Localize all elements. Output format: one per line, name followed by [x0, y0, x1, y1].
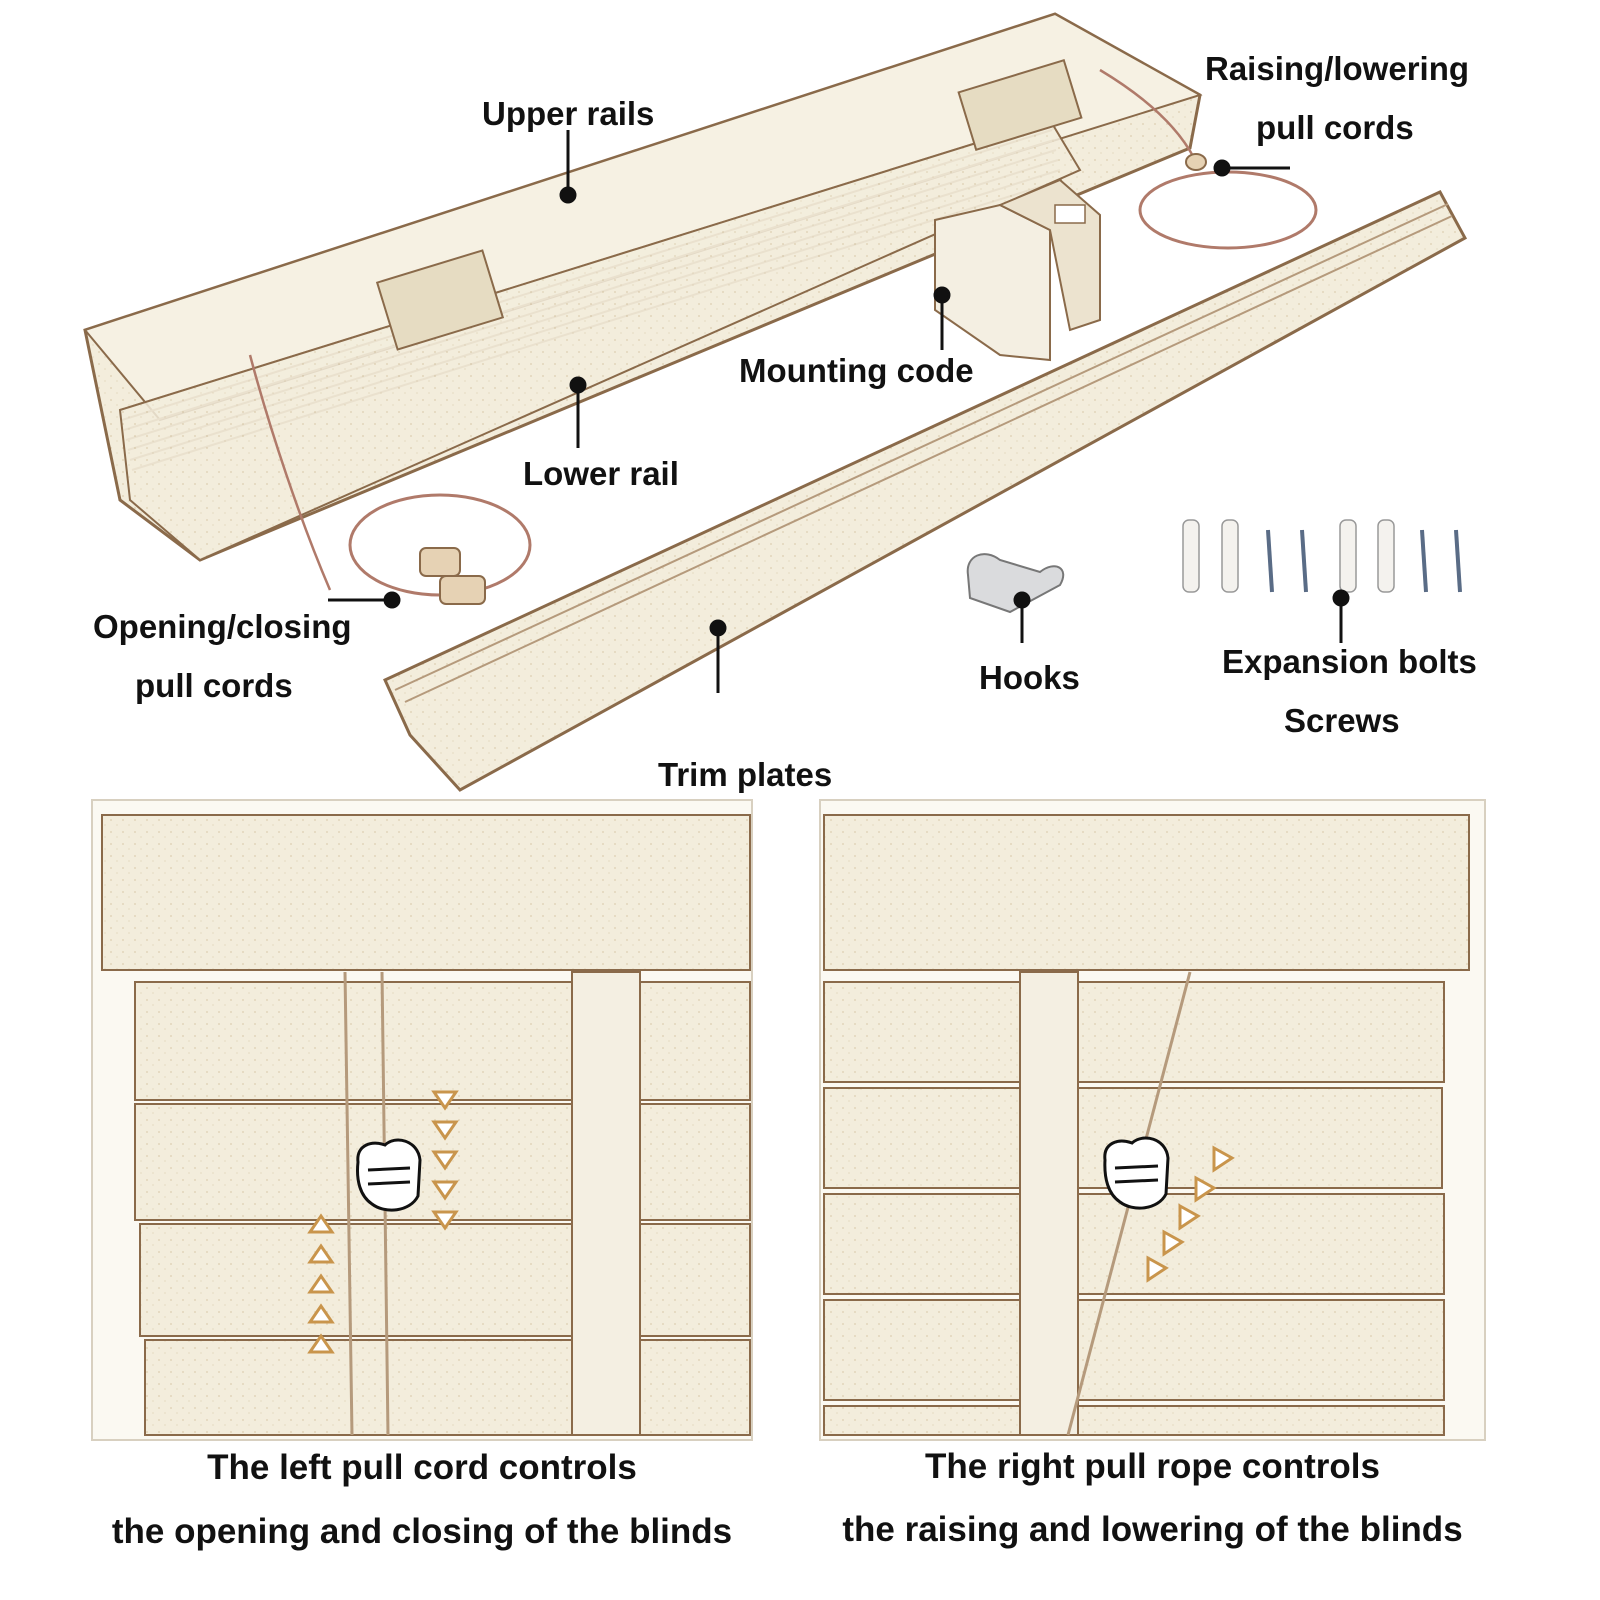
trim-plate	[383, 190, 1468, 792]
label-lower-rail: Lower rail	[523, 455, 679, 492]
panel-left-headrail	[101, 814, 751, 971]
panel-right-slats	[823, 981, 1445, 1436]
fist-icon	[356, 1138, 422, 1212]
cord-lock	[1185, 153, 1207, 171]
leader-lines	[328, 130, 1350, 693]
panel-right-headrail	[823, 814, 1470, 971]
raising-lowering-cord-loop	[1138, 170, 1318, 250]
label-hooks: Hooks	[979, 659, 1080, 696]
caption-left-line1: The left pull cord controls	[207, 1448, 637, 1487]
label-screws: Screws	[1284, 702, 1400, 739]
label-trim-plates: Trim plates	[658, 756, 833, 793]
ladder-clip-right	[957, 58, 1083, 152]
upper-rail-top	[83, 12, 1203, 422]
label-raising-lowering-line2: pull cords	[1256, 109, 1414, 146]
label-opening-closing-line1: Opening/closing	[93, 608, 352, 645]
expansion-bolts-screws	[1182, 519, 1462, 593]
lower-rail-body	[118, 118, 1082, 562]
panel-left-slats	[134, 981, 751, 1436]
caption-right-line1: The right pull rope controls	[925, 1447, 1380, 1486]
arrow-icon-group-up	[307, 1213, 335, 1354]
fist-icon-right	[1103, 1136, 1170, 1210]
label-expansion-bolts: Expansion bolts	[1222, 643, 1477, 680]
panel-left	[91, 799, 753, 1441]
cord-tassel-1	[419, 547, 461, 577]
panel-right-ladder-tape	[1019, 971, 1079, 1436]
caption-left-line2: the opening and closing of the blinds	[111, 1512, 733, 1551]
label-opening-closing-line2: pull cords	[135, 667, 293, 704]
headrail-assembly	[83, 12, 1318, 605]
label-raising-lowering-line1: Raising/lowering	[1205, 50, 1470, 87]
label-mounting-code: Mounting code	[739, 352, 974, 389]
panel-right	[819, 799, 1486, 1441]
label-upper-rails: Upper rails	[482, 95, 655, 132]
mounting-bracket	[934, 178, 1101, 362]
hooks-part	[966, 553, 1065, 614]
panel-left-ladder-tape	[571, 971, 641, 1436]
opening-closing-cord	[248, 354, 332, 591]
caption-right-line2: the raising and lowering of the blinds	[842, 1510, 1463, 1549]
ladder-clip-left	[375, 249, 505, 351]
cord-tassel-2	[439, 575, 486, 605]
arrow-icon-group-down	[431, 1090, 459, 1231]
raising-lowering-cord	[1099, 68, 1197, 161]
arrow-icon-group-diagonal	[1146, 1145, 1235, 1283]
